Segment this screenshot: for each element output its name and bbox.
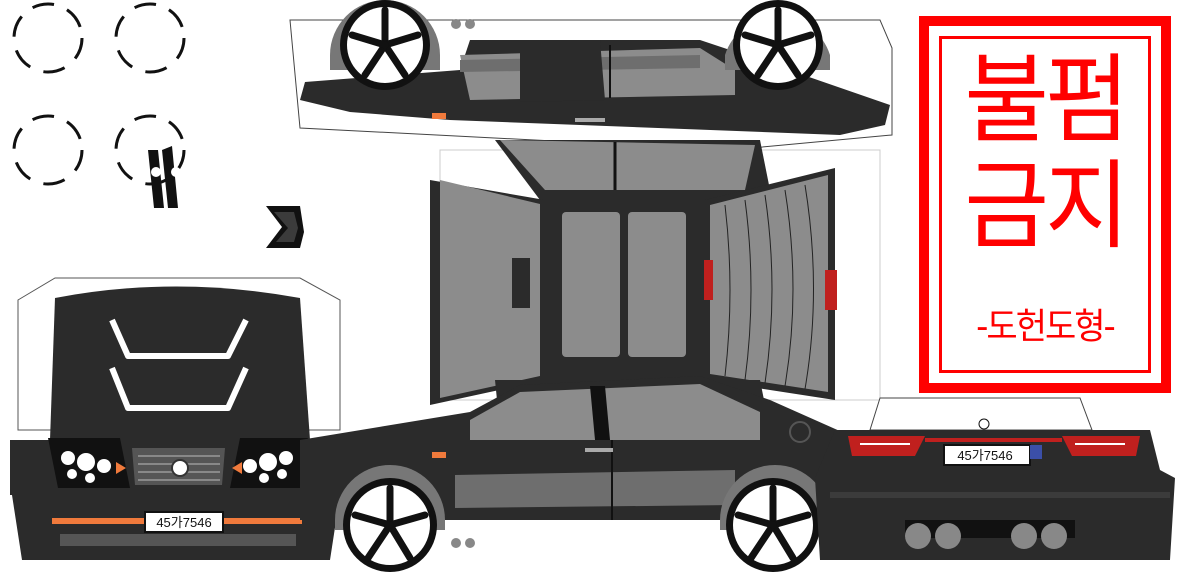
taillight-right: [1062, 436, 1140, 456]
rear-license-plate-number: 45가7546: [957, 448, 1012, 463]
taillight-left: [848, 436, 925, 456]
side-view-bottom: [300, 376, 870, 572]
front-indicator-left: [116, 462, 126, 474]
brand-emblem-piece: [148, 146, 181, 208]
stamp-inner-border: 불펌 금지 -도헌도형-: [939, 36, 1151, 373]
front-license-plate-number: 45가7546: [156, 515, 211, 530]
no-copy-stamp: 불펌 금지 -도헌도형-: [919, 16, 1171, 393]
stamp-line-2: 금지: [964, 150, 1129, 263]
chevron-piece: [266, 206, 304, 248]
side-indicator-top: [432, 113, 446, 119]
side-indicator-bottom: [432, 452, 446, 458]
rear-view: 45가7546: [815, 397, 1175, 560]
stamp-signature: -도헌도형-: [976, 306, 1116, 348]
front-indicator-right: [232, 462, 242, 474]
front-license-plate: [144, 511, 224, 533]
spare-wheel-outlines: [12, 2, 186, 186]
stamp-line-1: 불펌: [964, 44, 1129, 157]
front-view: 45가7546: [10, 277, 341, 560]
side-view-top: [289, 0, 893, 151]
